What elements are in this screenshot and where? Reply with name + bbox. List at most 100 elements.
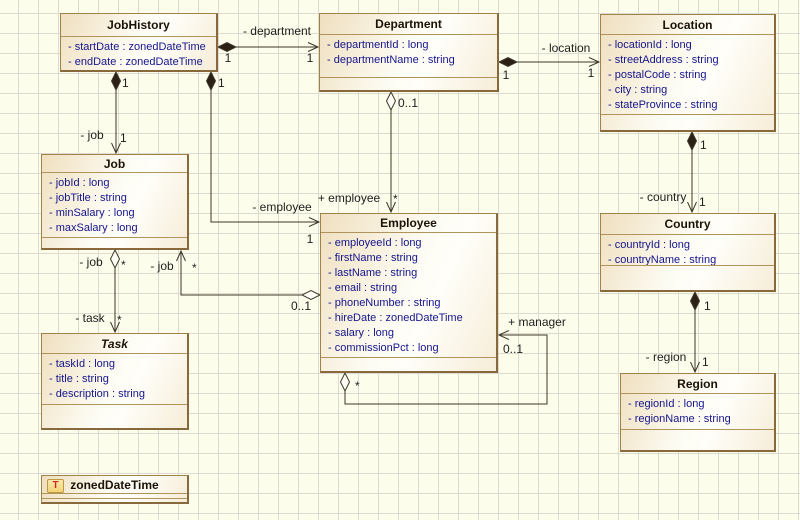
class-attribute[interactable]: - startDate : zonedDateTime — [68, 41, 206, 53]
diamond-filled-decoration — [686, 130, 698, 152]
class-department[interactable]: Department - departmentId : long - departm… — [319, 13, 499, 92]
class-attribute[interactable]: - salary : long — [328, 327, 395, 339]
class-title: Employee — [321, 214, 496, 232]
class-title: Job — [42, 155, 187, 172]
association-job-task[interactable]: - job*- task* — [75, 248, 126, 334]
arrow-open-decoration — [176, 249, 186, 262]
class-attribute[interactable]: - countryName : string — [608, 254, 717, 265]
empty-compartment — [42, 498, 187, 504]
class-attribute[interactable]: - departmentId : long — [327, 39, 429, 51]
arrow-open-decoration — [110, 321, 120, 334]
arrow-open-decoration — [386, 201, 396, 214]
class-attribute[interactable]: - lastName : string — [328, 267, 418, 279]
class-attribute[interactable]: - employeeId : long — [328, 237, 422, 249]
empty-compartment — [621, 429, 774, 450]
association-employee-job[interactable]: 0..1- job* — [150, 249, 322, 313]
arrow-open-decoration — [588, 57, 601, 67]
edge-label: 1 — [120, 131, 127, 145]
class-attribute[interactable]: - taskId : long — [49, 358, 116, 370]
class-attribute[interactable]: - city : string — [608, 84, 668, 96]
diamond-filled-decoration — [205, 70, 217, 92]
class-name: Department — [375, 17, 442, 31]
association-line[interactable] — [210, 72, 319, 223]
class-attribute[interactable]: - stateProvince : string — [608, 99, 718, 111]
edge-label: * — [121, 258, 126, 272]
edge-label: 1 — [700, 138, 707, 152]
edge-label: 1 — [307, 232, 314, 246]
class-attribute[interactable]: - departmentName : string — [327, 54, 455, 66]
class-title: Country — [601, 214, 774, 234]
class-attribute[interactable]: - hireDate : zonedDateTime — [328, 312, 463, 324]
class-attribute[interactable]: - email : string — [328, 282, 398, 294]
edge-label: - employee — [252, 200, 312, 214]
edge-label: * — [117, 313, 122, 327]
edge-label: 1 — [225, 51, 232, 65]
class-attribute[interactable]: - commissionPct : long — [328, 342, 439, 354]
arrow-open-decoration — [497, 330, 510, 340]
class-attribute[interactable]: - jobId : long — [49, 177, 110, 189]
edge-label: 1 — [588, 66, 595, 80]
diamond-filled-decoration — [216, 41, 238, 53]
class-name: JobHistory — [107, 18, 170, 32]
edge-label: - region — [646, 350, 687, 364]
edge-label: + employee — [318, 191, 381, 205]
class-name: Country — [664, 217, 711, 231]
attributes-compartment: - startDate : zonedDateTime - endDate : z… — [61, 36, 216, 70]
attributes-compartment: - jobId : long - jobTitle : string - minSa… — [42, 172, 187, 237]
class-attribute[interactable]: - minSalary : long — [49, 207, 135, 219]
class-attribute[interactable]: - description : string — [49, 388, 145, 400]
class-attribute[interactable]: - jobTitle : string — [49, 192, 127, 204]
class-attribute[interactable]: - locationId : long — [608, 39, 692, 51]
class-country[interactable]: Country - countryId : long - countryName :… — [600, 213, 776, 292]
class-name: Region — [677, 376, 718, 391]
class-attribute[interactable]: - maxSalary : long — [49, 222, 138, 234]
edge-label: - job — [79, 255, 103, 269]
diamond-filled-decoration — [497, 56, 519, 68]
diamond-hollow-decoration — [339, 371, 351, 393]
association-line[interactable] — [180, 251, 320, 296]
class-attribute[interactable]: - postalCode : string — [608, 69, 707, 81]
empty-compartment — [42, 404, 187, 428]
empty-compartment — [42, 493, 187, 498]
attributes-compartment: - countryId : long - countryName : string — [601, 234, 774, 265]
datatype-icon: T — [47, 479, 64, 493]
edge-label: - department — [243, 24, 312, 38]
empty-compartment — [320, 77, 497, 90]
edge-label: - job — [150, 259, 174, 273]
edge-label: 1 — [503, 68, 510, 82]
class-attribute[interactable]: - title : string — [49, 373, 109, 385]
association-line[interactable] — [344, 334, 548, 405]
class-attribute[interactable]: - regionName : string — [628, 413, 731, 425]
class-jobhistory[interactable]: JobHistory - startDate : zonedDateTime - e… — [60, 13, 218, 72]
class-title: JobHistory — [61, 14, 216, 36]
class-attribute[interactable]: - phoneNumber : string — [328, 297, 441, 309]
class-location[interactable]: Location - locationId : long - streetAddre… — [600, 14, 776, 132]
association-department-employee[interactable]: 0..1+ employee* — [318, 90, 419, 214]
class-region[interactable]: Region - regionId : long - regionName : st… — [620, 373, 776, 452]
class-title: Task — [42, 334, 187, 353]
diamond-hollow-decoration — [385, 90, 397, 112]
class-attribute[interactable]: - countryId : long — [608, 239, 690, 251]
class-attribute[interactable]: - streetAddress : string — [608, 54, 719, 66]
class-attribute[interactable]: - regionId : long — [628, 398, 705, 410]
class-title: Location — [601, 15, 774, 34]
arrow-open-decoration — [111, 142, 121, 155]
edge-label: 1 — [122, 76, 129, 90]
empty-compartment — [601, 114, 774, 130]
class-attribute[interactable]: - firstName : string — [328, 252, 418, 264]
class-attribute[interactable]: - endDate : zonedDateTime — [68, 56, 203, 68]
edge-label: 1 — [704, 299, 711, 313]
edge-label: 0..1 — [503, 342, 523, 356]
class-task[interactable]: Task - taskId : long - title : string - des… — [41, 333, 189, 430]
class-employee[interactable]: Employee - employeeId : long - firstName :… — [320, 213, 498, 373]
class-job[interactable]: Job - jobId : long - jobTitle : string - mi… — [41, 154, 189, 250]
